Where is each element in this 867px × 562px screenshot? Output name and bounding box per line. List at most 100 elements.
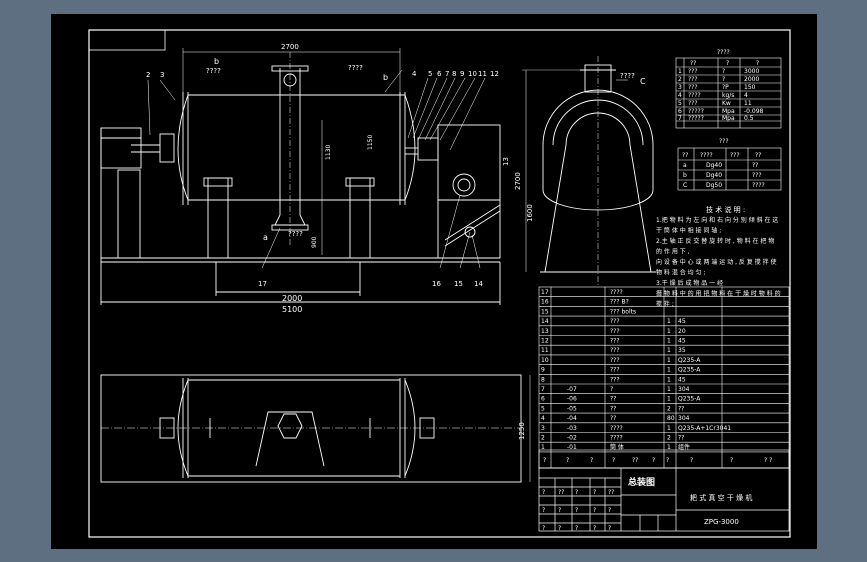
bom-row-qty: 1 [667,444,671,451]
title-block-cell: ? [542,525,545,532]
bom-header-cell: ? [730,457,733,464]
spec-row-unit: Mpa [722,108,735,115]
bom-row-name: ??? [610,347,620,354]
nozzle-row-use: ??? [752,172,762,179]
bom-row-no: 6 [541,396,545,403]
callout: 2 [146,71,150,79]
product-name: 耙 式 真 空 干 燥 机 [690,493,752,502]
callout: 15 [454,280,463,288]
spec-row-name: ??? [688,76,698,83]
svg-text:?: ? [756,60,759,67]
title-block-cell: ? [593,525,596,532]
bom-row-code: -06 [567,396,577,403]
spec-row-unit: ? [722,76,725,83]
spec-row-unit: Mpa [722,115,735,122]
bom-row-qty: 1 [667,338,671,345]
bom-header-cell: ? [590,457,593,464]
spec-row-unit: ?P [722,84,729,91]
bom-row-qty: 2 [667,405,671,412]
bom-row-name: ??? bolts [610,308,636,315]
bom-row-qty: 1 [667,367,671,374]
bom-row-no: 1 [541,444,545,451]
svg-text:????: ???? [700,152,713,159]
bom-row-qty: 1 [667,347,671,354]
bom-row-name: ??? [610,318,620,325]
bom-row-no: 15 [541,308,549,315]
bom-row-qty: 1 [667,357,671,364]
bom-header-cell: ? [566,457,569,464]
spec-row-name: ??? [688,100,698,107]
dim-support-span: 2000 [282,294,302,303]
bom-row-no: 17 [541,289,549,296]
bom-row-material: Q235-A [678,357,701,364]
bom-row-name: ? [610,386,613,393]
spec-row-no: 2 [678,76,682,83]
callout: 3 [160,71,164,79]
title-block-cell: ? [575,525,578,532]
label-q-bottom: ???? [288,230,303,238]
bom-row-name: ??? B? [610,299,629,306]
bom-row-qty: 1 [667,425,671,432]
bom-row-material: ?? [678,435,684,442]
label-q-top-left: ???? [206,67,221,75]
nozzle-row-id: C [683,182,687,189]
bom-row-name: ??? [610,376,620,383]
part-callouts: 2 3 4 5 6 7 8 9 10 11 12 13 16 15 14 17 [146,70,510,288]
bom-row-name: ?? [610,405,616,412]
spec-row-value: 2000 [744,76,759,83]
title-block-cell: ?? [558,489,564,496]
spec-row-value: 0.5 [744,115,754,122]
spec-table-title: ???? [717,49,730,56]
nozzle-row-size: Dg40 [706,172,722,179]
bom-row-name: ??? [610,328,620,335]
label-a-left: a [263,233,268,242]
label-b-top: b [214,57,219,66]
bom-row-name: ??? [610,367,620,374]
tech-notes-title: 技 术 说 明 : [706,205,745,214]
bom-row-material: Q235-A [678,367,701,374]
bom-row-qty: 1 [667,396,671,403]
spec-row-unit: kg/s [722,92,734,99]
spec-row-no: 7 [678,115,682,122]
bom-row-material: 20 [678,328,686,335]
bom-row-material: Q235-A [678,396,701,403]
tech-note-line: 1.把 物 料 为 左 向 和 右 向 分 别 倾 斜 在 这 [656,216,778,224]
bom-header-cell: ? ? [764,457,772,464]
bom-row-no: 9 [541,367,545,374]
callout: 13 [502,157,510,166]
nozzle-row-size: Dg40 [706,162,722,169]
bom-row-code: -07 [567,386,577,393]
bom-header-cell: ? [666,457,669,464]
bom-row-code: -02 [567,435,577,442]
bom-row-qty: 1 [667,386,671,393]
bom-row-no: 12 [541,338,549,345]
title-block-cell: ? [558,525,561,532]
bom-row-no: 2 [541,435,545,442]
bom-row-qty: 1 [667,318,671,325]
tech-note-line: 物 料 混 合 均 匀 ; [656,269,705,277]
bom-row-name: ???? [610,425,623,432]
dim-top-length: 2700 [281,43,299,51]
callout: 16 [432,280,441,288]
bom-row-name: 筒 体 [610,443,624,451]
nozzle-table-title: ??? [719,138,729,145]
nozzle-row-id: b [683,172,687,179]
callout: 17 [258,280,267,288]
title-block-cell: ? [593,507,596,514]
bom-row-no: 13 [541,328,549,335]
spec-row-value: 150 [744,84,756,91]
bom-row-no: 10 [541,357,549,364]
side-view [522,56,656,285]
dim-vertical-inner: 1130 [325,145,332,160]
svg-text:???: ??? [730,152,740,159]
tech-notes: 技 术 说 明 : 1.把 物 料 为 左 向 和 右 向 分 别 倾 斜 在 … [656,205,781,308]
spec-row-no: 3 [678,84,682,91]
bom-row-material: 组件 [678,443,690,451]
bom-row-material: 304 [678,386,690,393]
title-block-cell: ? [542,507,545,514]
callout: 5 [428,70,432,78]
